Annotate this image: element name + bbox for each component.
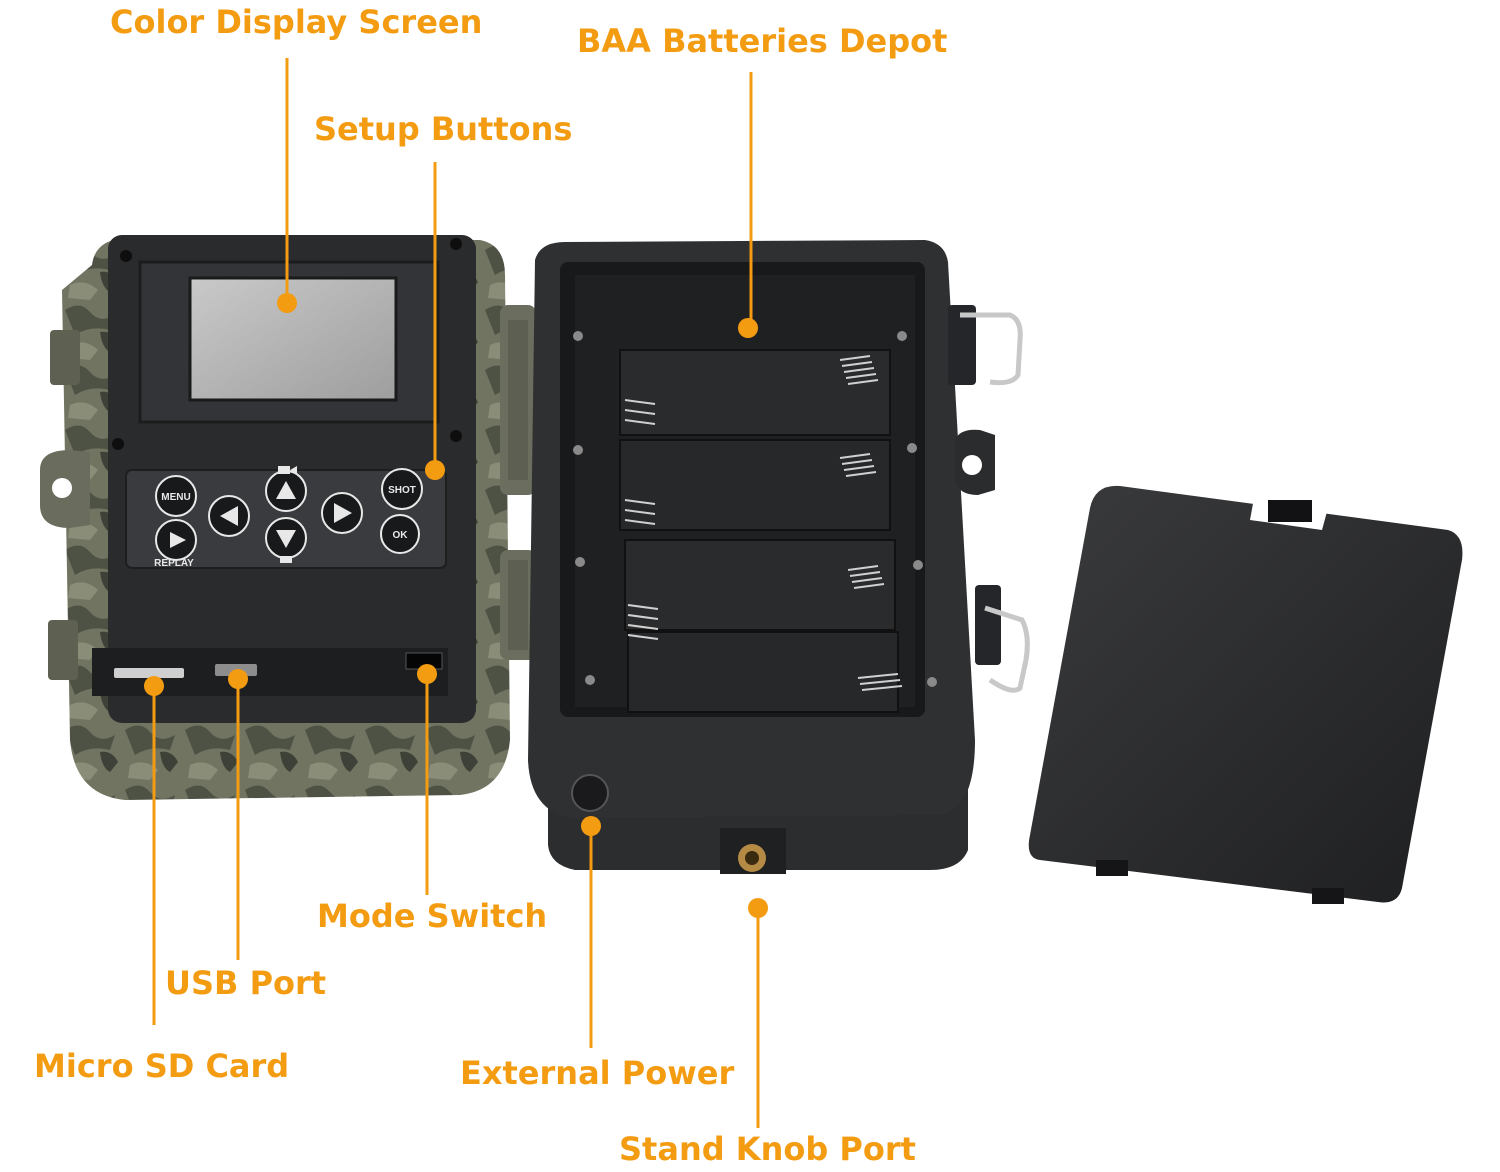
battery-slots [619,349,899,713]
up-arrow-icon [276,481,296,499]
right-latch-bottom [975,585,1001,665]
camera-front-unit: MENU SHOT OK REPLAY [40,235,510,800]
marker-batteries [738,318,758,338]
external-power-jack[interactable] [571,774,609,812]
label-mode-switch: Mode Switch [317,897,548,935]
menu-button-label: MENU [161,492,190,503]
marker-usb [228,669,248,689]
label-external-power: External Power [460,1054,735,1092]
marker-stand-knob [748,898,768,918]
callout-markers [144,293,768,918]
marker-sd-card [144,676,164,696]
marker-mode-switch [417,664,437,684]
battery-springs [624,355,903,691]
ok-button[interactable] [380,514,420,554]
video-icon [278,466,290,474]
marker-external-power [581,816,601,836]
camera-icon [280,556,292,563]
label-stand-knob-port: Stand Knob Port [619,1130,916,1168]
right-latch-top [948,305,976,385]
replay-button-label: REPLAY [154,558,194,569]
battery-cover-lid [1028,485,1463,904]
down-arrow-icon [276,530,296,548]
label-color-display-screen: Color Display Screen [110,3,483,41]
label-micro-sd-card: Micro SD Card [34,1047,290,1085]
marker-display [277,293,297,313]
shot-button-label: SHOT [388,485,416,496]
label-setup-buttons: Setup Buttons [314,110,573,148]
hinge [500,305,536,660]
wire-clip-bottom [984,605,1030,693]
label-baa-batteries-depot: BAA Batteries Depot [577,22,948,60]
sd-card-slot[interactable] [114,668,184,678]
ok-button-label: OK [393,530,409,541]
left-clip-top [50,330,80,385]
battery-compartment-unit [528,240,1030,874]
right-arrow-icon [334,503,352,523]
play-icon [170,532,186,548]
left-clip-bottom [48,620,78,680]
left-arrow-icon [220,506,238,526]
wire-clip-top [960,312,1023,386]
shot-button[interactable] [381,468,423,510]
leader-lines [152,58,760,1128]
label-usb-port: USB Port [165,964,327,1002]
marker-buttons [425,460,445,480]
menu-button[interactable] [155,475,197,517]
